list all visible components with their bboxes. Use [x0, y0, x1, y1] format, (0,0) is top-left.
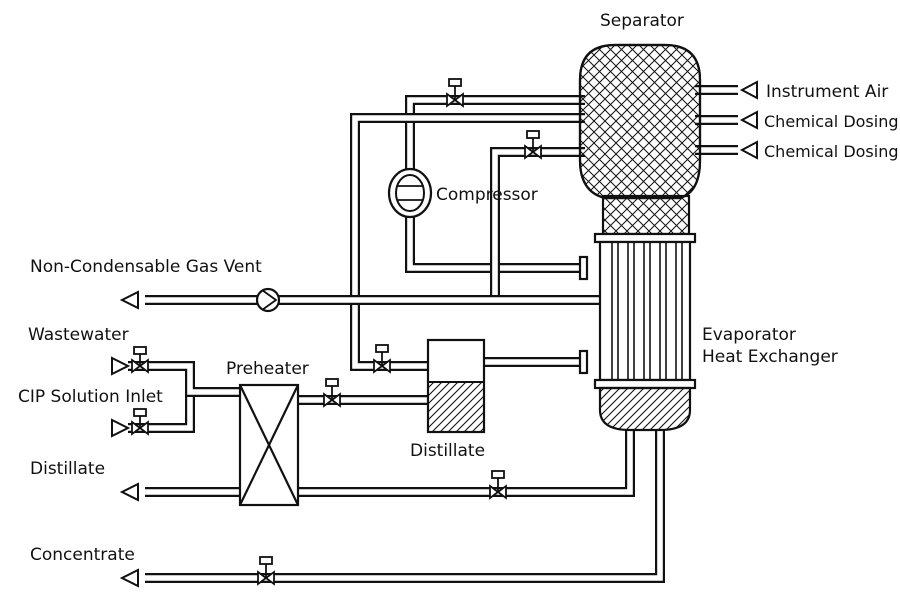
preheater — [238, 383, 300, 507]
arrow-distillate-out — [119, 482, 139, 502]
distillate-tank — [426, 338, 486, 434]
evaporator-label: Evaporator — [702, 325, 796, 345]
distillate-tank-label: Distillate — [410, 441, 485, 461]
wastewater-label: Wastewater — [28, 325, 129, 345]
separator-neck — [601, 194, 691, 236]
valve-compressor-discharge[interactable] — [446, 78, 464, 108]
evaporator-nozzle-lower — [578, 349, 589, 375]
heat-exchanger-label: Heat Exchanger — [702, 347, 838, 367]
separator-vessel — [578, 43, 702, 200]
valve-distillate-tank-inlet[interactable] — [373, 344, 391, 374]
compressor — [387, 167, 433, 219]
arrow-concentrate-out — [119, 568, 139, 588]
arrow-instrument-air — [739, 80, 758, 100]
chemical-dosing-a-label: Chemical Dosing A — [764, 112, 900, 131]
arrow-wastewater-in — [111, 356, 131, 376]
valve-dosing-b[interactable] — [524, 130, 542, 160]
check-valve-vent[interactable] — [255, 287, 281, 313]
valve-cip-inlet[interactable] — [131, 408, 149, 436]
distillate-outlet-label: Distillate — [30, 459, 105, 479]
valve-wastewater-inlet[interactable] — [131, 346, 149, 374]
cip-solution-inlet-label: CIP Solution Inlet — [18, 387, 163, 407]
labels: Separator Instrument Air Chemical Dosing… — [18, 11, 900, 565]
compressor-label: Compressor — [436, 185, 538, 205]
preheater-label: Preheater — [226, 359, 309, 379]
gas-vent-label: Non-Condensable Gas Vent — [30, 257, 262, 277]
pipe-network — [128, 85, 738, 583]
instrument-air-label: Instrument Air — [766, 82, 888, 102]
arrow-chemical-dosing-b — [739, 140, 758, 160]
arrow-chemical-dosing-a — [739, 110, 758, 130]
evaporator-heat-exchanger — [593, 232, 697, 432]
arrow-cip-in — [111, 418, 131, 438]
separator-label: Separator — [600, 11, 684, 31]
valve-concentrate-outlet[interactable] — [257, 556, 275, 586]
valve-distillate-outlet[interactable] — [489, 470, 507, 500]
concentrate-label: Concentrate — [30, 545, 135, 565]
valve-preheater-outlet[interactable] — [323, 378, 341, 408]
chemical-dosing-b-label: Chemical Dosing B — [764, 142, 900, 161]
evaporator-nozzle-upper — [578, 255, 589, 281]
arrow-gas-vent — [119, 290, 139, 310]
